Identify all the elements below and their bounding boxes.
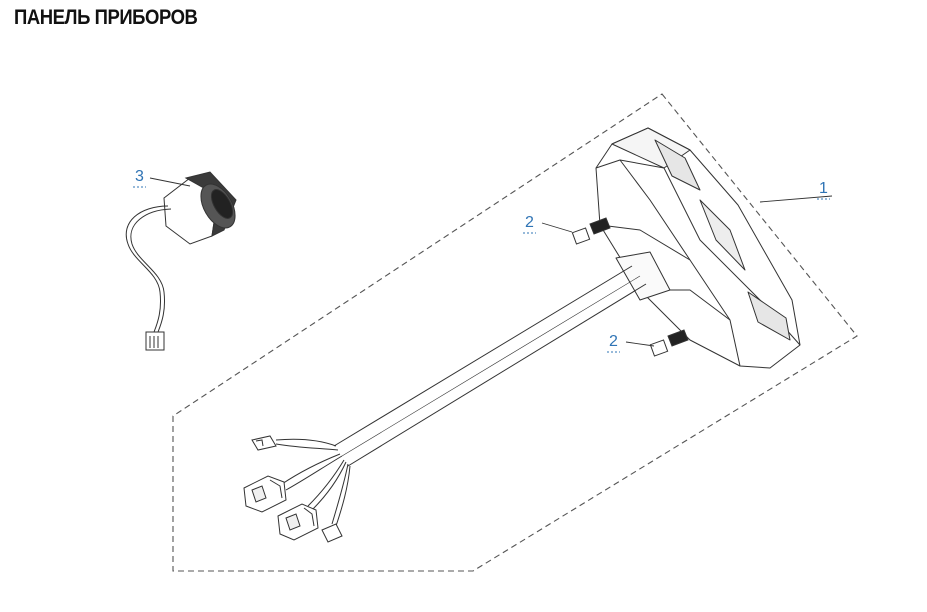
callout-2-upper: 2 [525, 214, 534, 231]
instrument-cluster[interactable] [595, 127, 801, 369]
harness-connectors [243, 435, 343, 543]
callout-3: 3 [135, 168, 144, 185]
assembly-dashed-outline [172, 93, 858, 572]
mounting-screw-upper[interactable] [571, 217, 611, 245]
page-title: ПАНЕЛЬ ПРИБОРОВ [14, 6, 198, 29]
mounting-screw-lower[interactable] [649, 329, 689, 357]
sensor-with-cable[interactable] [125, 171, 242, 351]
wiring-harness[interactable] [275, 265, 647, 527]
callout-1: 1 [819, 180, 828, 197]
callout-2-lower: 2 [609, 333, 618, 350]
callout-leaders [149, 177, 833, 347]
